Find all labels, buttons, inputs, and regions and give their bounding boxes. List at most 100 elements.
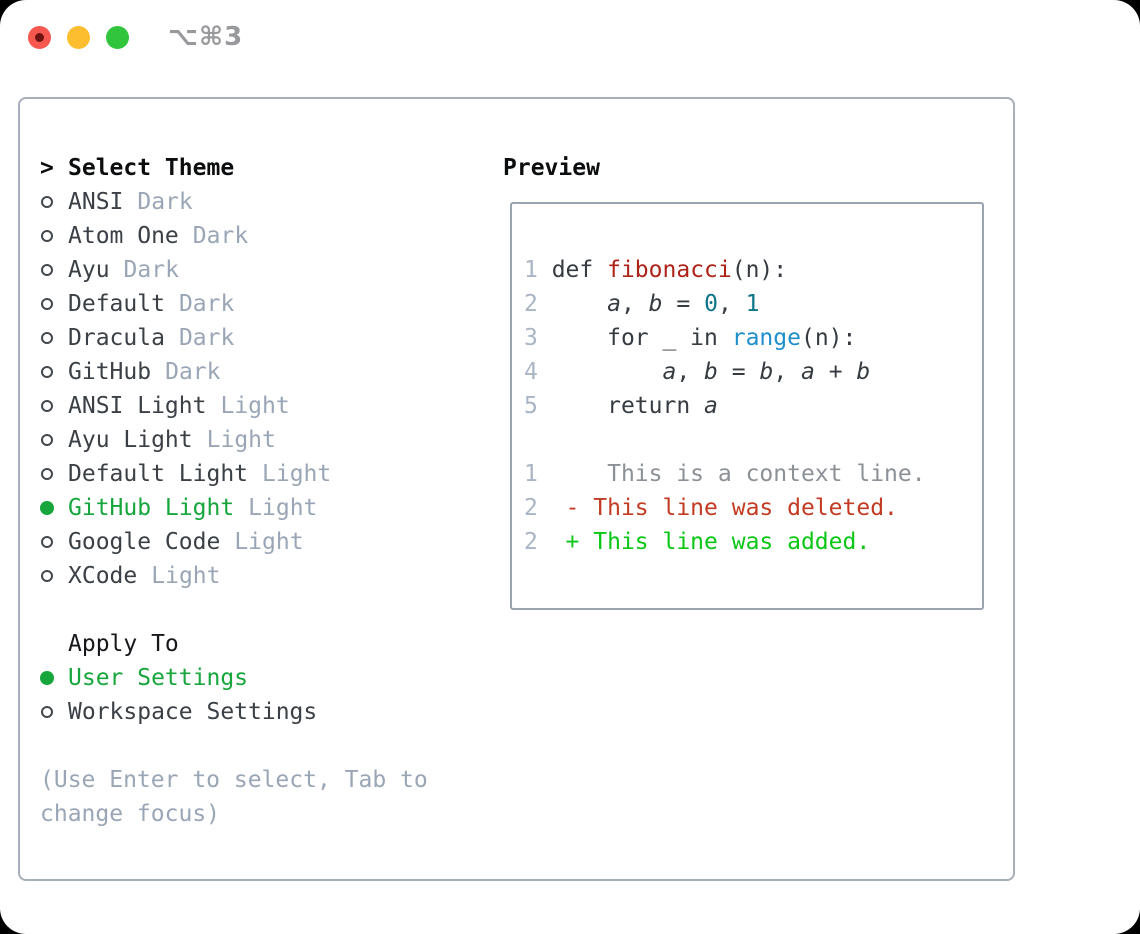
theme-variant: Light xyxy=(248,495,318,521)
zoom-button[interactable] xyxy=(106,26,129,49)
code-token: a xyxy=(607,291,621,317)
code-token: (n): xyxy=(800,325,857,351)
diff-preview: 1 This is a context line. 2 - This line w… xyxy=(524,457,982,559)
minimize-button[interactable] xyxy=(67,26,90,49)
radio-icon xyxy=(40,196,68,208)
theme-name: Default Light xyxy=(68,461,249,487)
radio-icon xyxy=(40,366,68,378)
close-dot-icon xyxy=(35,33,44,42)
theme-option-xcode[interactable]: XCode Light xyxy=(40,559,490,593)
close-button[interactable] xyxy=(28,26,51,49)
code-token: fibonacci xyxy=(607,257,732,283)
radio-icon xyxy=(40,434,68,446)
diff-line-added: 2 + This line was added. xyxy=(524,525,982,559)
theme-name: Ayu xyxy=(68,257,110,283)
spacer xyxy=(40,729,490,763)
help-text: (Use Enter to select, Tab to change focus… xyxy=(40,763,490,831)
radio-selected-icon xyxy=(40,671,68,685)
diff-text: + This line was added. xyxy=(537,529,871,555)
theme-option-github[interactable]: GitHub Dark xyxy=(40,355,490,389)
apply-option-workspace-settings[interactable]: Workspace Settings xyxy=(40,695,490,729)
theme-variant: Dark xyxy=(192,223,249,249)
line-number: 3 xyxy=(524,325,538,351)
line-number: 5 xyxy=(524,393,538,419)
radio-icon xyxy=(40,298,68,310)
radio-icon xyxy=(40,264,68,276)
theme-variant: Dark xyxy=(123,257,179,283)
code-token: + xyxy=(814,359,857,385)
code-token: b xyxy=(759,359,774,385)
radio-icon xyxy=(40,332,68,344)
theme-variant: Light xyxy=(151,563,221,589)
radio-icon xyxy=(40,570,68,582)
code-token: , xyxy=(676,359,705,385)
theme-name: XCode xyxy=(68,563,138,589)
code-token: , xyxy=(773,359,802,385)
theme-name: Dracula xyxy=(68,325,165,351)
code-token: 0 xyxy=(704,291,718,317)
theme-option-dracula[interactable]: Dracula Dark xyxy=(40,321,490,355)
prompt-icon: > xyxy=(40,155,54,181)
diff-line-context: 1 This is a context line. xyxy=(524,457,982,491)
theme-variant: Light xyxy=(220,393,290,419)
code-token xyxy=(538,359,663,385)
code-token: def xyxy=(537,257,608,283)
code-token: = xyxy=(717,359,760,385)
code-token: 1 xyxy=(745,291,760,317)
line-number: 2 xyxy=(524,529,538,555)
code-token: return xyxy=(537,393,705,419)
radio-icon xyxy=(40,536,68,548)
code-token: range xyxy=(731,325,801,351)
theme-name: Ayu Light xyxy=(68,427,193,453)
theme-option-ansi-light[interactable]: ANSI Light Light xyxy=(40,389,490,423)
theme-name: Default xyxy=(68,291,165,317)
code-line: 2 a, b = 0, 1 xyxy=(524,287,982,321)
help-text-line: (Use Enter to select, Tab to xyxy=(40,767,428,793)
radio-icon xyxy=(40,400,68,412)
help-text-line: change focus) xyxy=(40,801,221,827)
theme-name: GitHub Light xyxy=(68,495,235,521)
apply-to-title: Apply To xyxy=(68,631,179,657)
diff-text: - This line was deleted. xyxy=(537,495,898,521)
line-number: 1 xyxy=(524,257,538,283)
theme-option-ayu[interactable]: Ayu Dark xyxy=(40,253,490,287)
code-token: a xyxy=(662,359,677,385)
code-line: 5 return a xyxy=(524,389,982,423)
diff-text: This is a context line. xyxy=(537,461,926,487)
preview-title: Preview xyxy=(503,155,600,181)
code-line: 4 a, b = b, a + b xyxy=(524,355,982,389)
theme-variant: Dark xyxy=(178,325,235,351)
radio-icon xyxy=(40,468,68,480)
code-token xyxy=(538,291,607,317)
apply-option-user-settings[interactable]: User Settings xyxy=(40,661,490,695)
code-token: a xyxy=(704,393,718,419)
radio-selected-icon xyxy=(40,501,68,515)
radio-icon xyxy=(40,230,68,242)
theme-name: ANSI Light xyxy=(68,393,207,419)
select-theme-header: > Select Theme xyxy=(40,151,490,185)
blank-line xyxy=(524,423,982,457)
radio-icon xyxy=(40,706,68,718)
theme-name: ANSI xyxy=(68,189,124,215)
theme-option-github-light[interactable]: GitHub Light Light xyxy=(40,491,490,525)
theme-name: GitHub xyxy=(68,359,152,385)
line-number: 2 xyxy=(524,291,538,317)
code-token: , xyxy=(620,291,649,317)
code-line: 3 for _ in range(n): xyxy=(524,321,982,355)
code-token: = xyxy=(662,291,705,317)
apply-to-header: Apply To xyxy=(40,627,490,661)
code-line: 1 def fibonacci(n): xyxy=(524,253,982,287)
theme-variant: Dark xyxy=(165,359,221,385)
line-number: 4 xyxy=(524,359,538,385)
